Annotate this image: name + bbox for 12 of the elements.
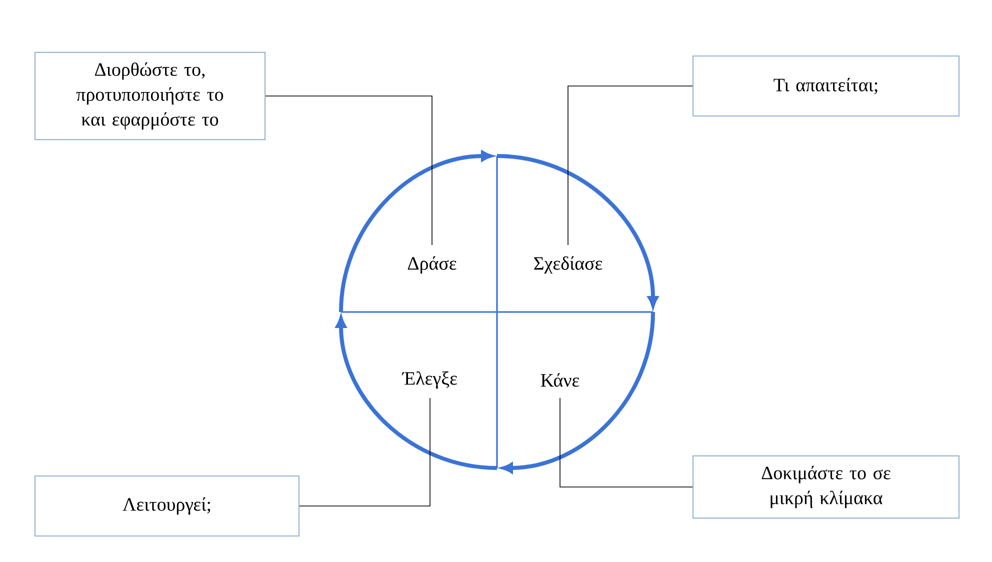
stage-label: Σχεδίασε <box>534 256 602 274</box>
text-box: Τι απαιτείται; <box>692 56 960 116</box>
text-box: Λειτουργεί; <box>34 476 300 536</box>
text-box: Διορθώστε το, προτυποποιήστε το και εφαρμόστε το <box>34 52 266 140</box>
leader-line <box>560 398 693 488</box>
stage-label: Δράσε <box>408 256 456 274</box>
stage-label: Κάνε <box>540 373 580 387</box>
text-box: Δοκιμάστε το σε μικρή κλίμακα <box>692 455 960 519</box>
leader-line <box>265 96 432 246</box>
leader-line <box>299 398 430 506</box>
leader-line <box>568 86 693 246</box>
stage-label: Έλεγξε <box>402 371 457 389</box>
